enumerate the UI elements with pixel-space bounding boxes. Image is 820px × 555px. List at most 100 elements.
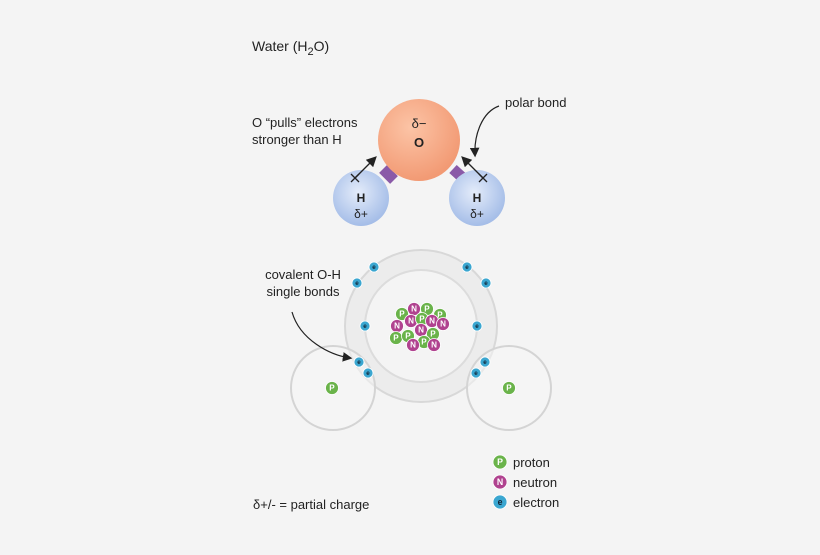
electron-3-circle — [480, 277, 492, 289]
electron-0-circle — [368, 261, 380, 273]
proton-13-label: P — [421, 338, 427, 347]
neutron-15-circle — [427, 338, 441, 352]
electron-2-label: e — [355, 280, 359, 287]
electron-7-circle — [362, 367, 374, 379]
oxygen-atom — [378, 99, 460, 181]
electron-8-label: e — [483, 359, 487, 366]
polar-bond-label: polar bond — [505, 95, 567, 110]
legend-proton-icon: P — [492, 454, 508, 470]
electron-7: e — [362, 367, 374, 379]
legend-electron-label: electron — [513, 495, 559, 510]
polar-bond-left — [379, 165, 398, 184]
covalent-annotation-line1: covalent O-H — [265, 267, 341, 282]
pull-arrow-right-tail — [478, 173, 488, 183]
hydrogen-right-proton-circle — [502, 381, 516, 395]
proton-1-label: P — [424, 305, 430, 314]
hydrogen-atom-right — [449, 170, 505, 226]
electron-8: e — [479, 356, 491, 368]
legend-electron-icon-circle — [492, 494, 508, 510]
neutron-4-label: N — [408, 317, 414, 326]
neutron-15-label: N — [431, 341, 437, 350]
pull-annotation: O “pulls” electrons stronger than H — [252, 114, 357, 148]
hydrogen-right-proton: P — [502, 381, 516, 395]
neutron-8-label: N — [394, 322, 400, 331]
neutron-0-label: N — [411, 305, 417, 314]
electron-9: e — [470, 367, 482, 379]
hydrogen-left-charge: δ+ — [354, 207, 368, 221]
oxygen-symbol: O — [414, 135, 424, 150]
legend-neutron-icon: N — [492, 474, 508, 490]
electron-6: e — [353, 356, 365, 368]
title-text: Water (H — [252, 38, 308, 54]
pull-annotation-line1: O “pulls” electrons — [252, 115, 358, 130]
electron-4-circle — [359, 320, 371, 332]
electron-1-circle — [461, 261, 473, 273]
legend-neutron-label: neutron — [513, 475, 557, 490]
electron-4-label: e — [363, 323, 367, 330]
electron-9-circle — [470, 367, 482, 379]
electron-3: e — [480, 277, 492, 289]
proton-3-label: P — [437, 311, 443, 320]
hydrogen-right-symbol: H — [473, 191, 482, 205]
electron-9-label: e — [474, 370, 478, 377]
legend-proton-icon-label: P — [497, 457, 503, 467]
legend-electron-icon-label: e — [498, 497, 503, 507]
legend-electron-icon: e — [492, 494, 508, 510]
electron-5-circle — [471, 320, 483, 332]
electron-5: e — [471, 320, 483, 332]
neutron-7-label: N — [440, 320, 446, 329]
hydrogen-left-proton-circle — [325, 381, 339, 395]
electron-6-label: e — [357, 359, 361, 366]
neutron-15: N — [427, 338, 441, 352]
diagram-title: Water (H2O) — [252, 38, 329, 61]
covalent-pointer-arrow — [291, 311, 353, 362]
neutron-6-label: N — [429, 317, 435, 326]
electron-0-label: e — [372, 264, 376, 271]
hydrogen-left-proton-label: P — [329, 384, 335, 393]
proton-10-label: P — [430, 330, 436, 339]
partial-charge-note: δ+/- = partial charge — [253, 497, 370, 512]
pull-annotation-line2: stronger than H — [252, 132, 342, 147]
proton-5-label: P — [419, 315, 425, 324]
covalent-annotation: covalent O-H single bonds — [248, 266, 358, 300]
neutron-14-circle — [406, 338, 420, 352]
title-subscript: 2 — [307, 45, 314, 58]
electron-6-circle — [353, 356, 365, 368]
electron-4: e — [359, 320, 371, 332]
neutron-9-label: N — [418, 326, 424, 335]
neutron-14: N — [406, 338, 420, 352]
electron-5-label: e — [475, 323, 479, 330]
hydrogen-left-proton: P — [325, 381, 339, 395]
neutron-14-label: N — [410, 341, 416, 350]
proton-2-label: P — [399, 310, 405, 319]
hydrogen-left-symbol: H — [357, 191, 366, 205]
pull-arrow-left-tail — [350, 173, 360, 183]
title-suffix: O) — [313, 38, 330, 54]
electron-2: e — [351, 277, 363, 289]
polar-bond-pointer-arrow — [469, 105, 500, 158]
hydrogen-right-proton-label: P — [506, 384, 512, 393]
hydrogen-atom-left — [333, 170, 389, 226]
electron-1: e — [461, 261, 473, 273]
covalent-annotation-line2: single bonds — [266, 284, 340, 299]
electron-0: e — [368, 261, 380, 273]
hydrogen-right-charge: δ+ — [470, 207, 484, 221]
proton-11: P — [389, 331, 403, 345]
legend-proton-label: proton — [513, 455, 550, 470]
neutron-9: N — [414, 323, 428, 337]
oxygen-charge: δ− — [412, 116, 427, 131]
proton-12-label: P — [405, 332, 411, 341]
legend-neutron-icon-circle — [492, 474, 508, 490]
electron-2-circle — [351, 277, 363, 289]
electron-7-label: e — [366, 370, 370, 377]
electron-3-label: e — [484, 280, 488, 287]
legend-proton-icon-circle — [492, 454, 508, 470]
legend-neutron-icon-label: N — [497, 477, 503, 487]
neutron-7-circle — [436, 317, 450, 331]
neutron-8: N — [390, 319, 404, 333]
neutron-7: N — [436, 317, 450, 331]
electron-8-circle — [479, 356, 491, 368]
